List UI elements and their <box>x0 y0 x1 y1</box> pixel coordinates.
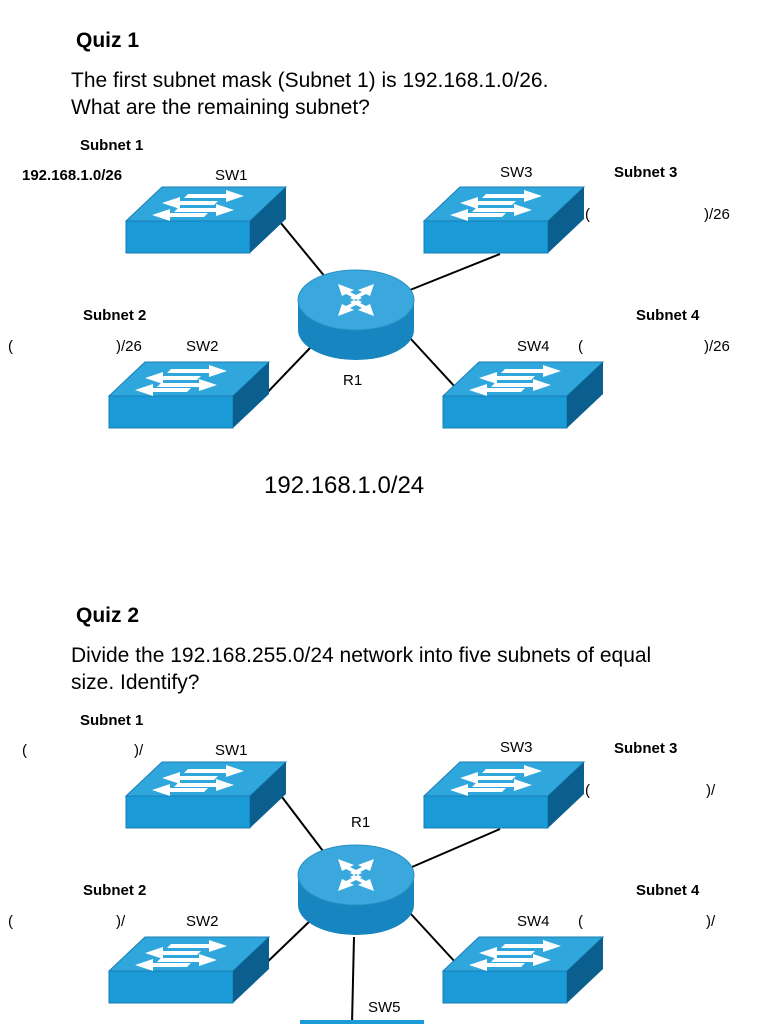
quiz1-subnet1-label: Subnet 1 <box>80 137 144 154</box>
quiz1-link-sw1-r1 <box>279 221 327 279</box>
quiz1-subnet2-label: Subnet 2 <box>83 307 147 324</box>
quiz2-sw4-switch <box>442 936 604 1004</box>
quiz2-link-sw4-r1 <box>409 912 457 964</box>
quiz2-sw3-switch <box>423 761 585 829</box>
quiz1-subnet1-address: 192.168.1.0/26 <box>22 167 123 184</box>
quiz2-router <box>297 844 415 936</box>
quiz1-link-sw4-r1 <box>409 337 457 389</box>
quiz1-links <box>261 221 501 399</box>
quiz1-sw3-switch <box>423 186 585 254</box>
quiz1-network-diagram <box>108 186 604 429</box>
quiz1-sw4-label: SW4 <box>517 338 550 355</box>
quiz1-router <box>297 269 415 361</box>
quiz2-link-sw5-r1 <box>351 936 355 1024</box>
quiz2-title: Quiz 2 <box>76 604 140 627</box>
quiz1-subnet3-open: ( <box>585 206 590 223</box>
quiz1-network-address: 192.168.1.0/24 <box>264 472 425 499</box>
quiz2-subnet1-close: )/ <box>134 742 144 759</box>
quiz2-subnet4-label: Subnet 4 <box>636 882 700 899</box>
quiz2-sw2-label: SW2 <box>186 913 219 930</box>
quiz1-sw2-label: SW2 <box>186 338 219 355</box>
quiz2-subnet1-label: Subnet 1 <box>80 712 144 729</box>
quiz2-question-line1: Divide the 192.168.255.0/24 network into… <box>71 644 652 667</box>
quiz2-sw4-label: SW4 <box>517 913 550 930</box>
quiz2-sw5-label: SW5 <box>368 999 401 1016</box>
quiz1-subnet4-close: )/26 <box>704 338 730 355</box>
quiz1-title: Quiz 1 <box>76 29 140 52</box>
quiz2-sw2-switch <box>108 936 270 1004</box>
quiz2-subnet3-open: ( <box>585 782 590 799</box>
quiz1-sw4-switch <box>442 361 604 429</box>
quiz2-network-diagram <box>108 761 604 1024</box>
quiz1-subnet2-open: ( <box>8 338 13 355</box>
quiz2-router-label: R1 <box>351 814 371 831</box>
quiz1-router-label: R1 <box>343 372 363 389</box>
quiz2-sw5-switch <box>300 1020 424 1024</box>
quiz2-link-sw3-r1 <box>411 828 501 868</box>
quiz2-subnet1-open: ( <box>22 742 27 759</box>
quiz2-sw1-switch <box>125 761 287 829</box>
quiz2-subnet3-close: )/ <box>706 782 716 799</box>
quiz1-question-line2: What are the remaining subnet? <box>71 96 370 119</box>
quiz2-subnet3-label: Subnet 3 <box>614 740 678 757</box>
quiz1-question-line1: The first subnet mask (Subnet 1) is 192.… <box>71 69 549 92</box>
quiz1-subnet3-label: Subnet 3 <box>614 164 678 181</box>
quiz1-sw2-switch <box>108 361 270 429</box>
quiz1-subnet2-close: )/26 <box>116 338 142 355</box>
quiz1-sw3-label: SW3 <box>500 164 533 181</box>
quiz1-subnet3-close: )/26 <box>704 206 730 223</box>
quiz1-subnet4-open: ( <box>578 338 583 355</box>
quiz1-subnet4-label: Subnet 4 <box>636 307 700 324</box>
quiz2-subnet2-close: )/ <box>116 913 126 930</box>
quiz1-sw1-label: SW1 <box>215 167 248 184</box>
quiz1-sw1-switch <box>125 186 287 254</box>
quiz2-link-sw1-r1 <box>281 796 327 856</box>
quiz1-link-sw2-r1 <box>261 347 311 399</box>
quiz1-link-sw3-r1 <box>409 253 501 291</box>
quiz2-sw1-label: SW1 <box>215 742 248 759</box>
quiz2-sw3-label: SW3 <box>500 739 533 756</box>
quiz2-question-line2: size. Identify? <box>71 671 200 694</box>
quiz2-subnet4-open: ( <box>578 913 583 930</box>
quiz2-subnet2-open: ( <box>8 913 13 930</box>
quiz2-subnet4-close: )/ <box>706 913 716 930</box>
quiz2-subnet2-label: Subnet 2 <box>83 882 147 899</box>
